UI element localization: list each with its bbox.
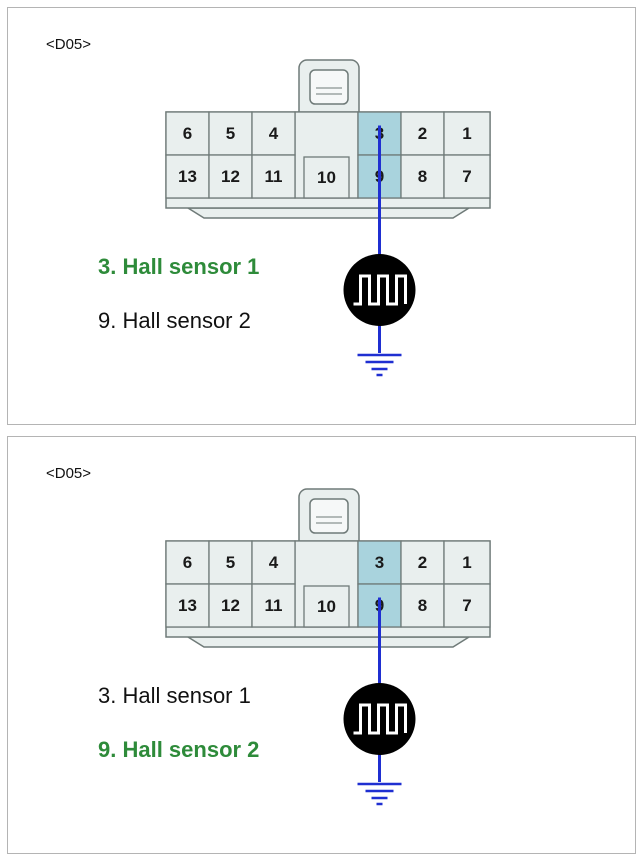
pin-label-7: 7 <box>462 167 471 186</box>
pin-label-8: 8 <box>418 167 427 186</box>
pin-label-2: 2 <box>418 124 427 143</box>
legend-item-1: 3. Hall sensor 1 <box>98 254 260 279</box>
pin-cell-8 <box>400 154 445 199</box>
hall-sensor-symbol <box>343 683 416 755</box>
pin-label-10: 10 <box>317 168 336 187</box>
ground-icon <box>357 782 402 806</box>
pin-label-11: 11 <box>265 167 283 186</box>
pin-label-4: 4 <box>269 124 279 143</box>
pin-cell-11 <box>251 154 296 199</box>
pin-label-5: 5 <box>226 553 235 572</box>
pin-label-12: 12 <box>221 167 240 186</box>
connector-id: <D05> <box>46 36 92 53</box>
square-wave-icon <box>353 274 407 306</box>
ground-icon <box>357 353 402 377</box>
pin-cell-6 <box>165 540 210 585</box>
pin-label-2: 2 <box>418 553 427 572</box>
connector-id: <D05> <box>46 465 92 482</box>
pin-cell-12 <box>208 583 253 628</box>
pin-label-7: 7 <box>462 596 471 615</box>
pin-cell-11 <box>251 583 296 628</box>
pin-label-13: 13 <box>178 167 197 186</box>
pin-cell-10 <box>303 156 350 199</box>
pin-label-1: 1 <box>462 553 471 572</box>
connector-panel-2: <D05> 65432113121110987 3. Hall sensor 1… <box>7 436 636 854</box>
pin-cell-7 <box>443 583 491 628</box>
hall-sensor-symbol <box>343 254 416 326</box>
pin-cell-13 <box>165 583 210 628</box>
pin-label-11: 11 <box>265 596 283 615</box>
pin-cell-12 <box>208 154 253 199</box>
pin-label-13: 13 <box>178 596 197 615</box>
pin-label-5: 5 <box>226 124 235 143</box>
pin-cell-5 <box>208 111 253 156</box>
pin-label-3: 3 <box>375 553 384 572</box>
legend-item-1: 3. Hall sensor 1 <box>98 683 251 708</box>
pin-label-6: 6 <box>183 124 192 143</box>
pin-label-1: 1 <box>462 124 471 143</box>
pin-label-8: 8 <box>418 596 427 615</box>
connector-diagram: 65432113121110987 <box>165 488 491 806</box>
pin-cell-4 <box>251 111 296 156</box>
connector-panel-1: <D05> 65432113121110987 3. Hall sensor 1… <box>7 7 636 425</box>
pin-cell-10 <box>303 585 350 628</box>
pin-label-10: 10 <box>317 597 336 616</box>
connector-shelf <box>185 636 472 648</box>
pin-cell-8 <box>400 583 445 628</box>
pin-label-4: 4 <box>269 553 279 572</box>
pin-cell-13 <box>165 154 210 199</box>
connector-diagram: 65432113121110987 <box>165 59 491 377</box>
legend-item-2: 9. Hall sensor 2 <box>98 308 251 333</box>
pin-cell-1 <box>443 540 491 585</box>
pin-label-12: 12 <box>221 596 240 615</box>
connector-shelf <box>185 207 472 219</box>
legend-item-2: 9. Hall sensor 2 <box>98 737 260 762</box>
pin-label-6: 6 <box>183 553 192 572</box>
pin-cell-7 <box>443 154 491 199</box>
square-wave-icon <box>353 703 407 735</box>
